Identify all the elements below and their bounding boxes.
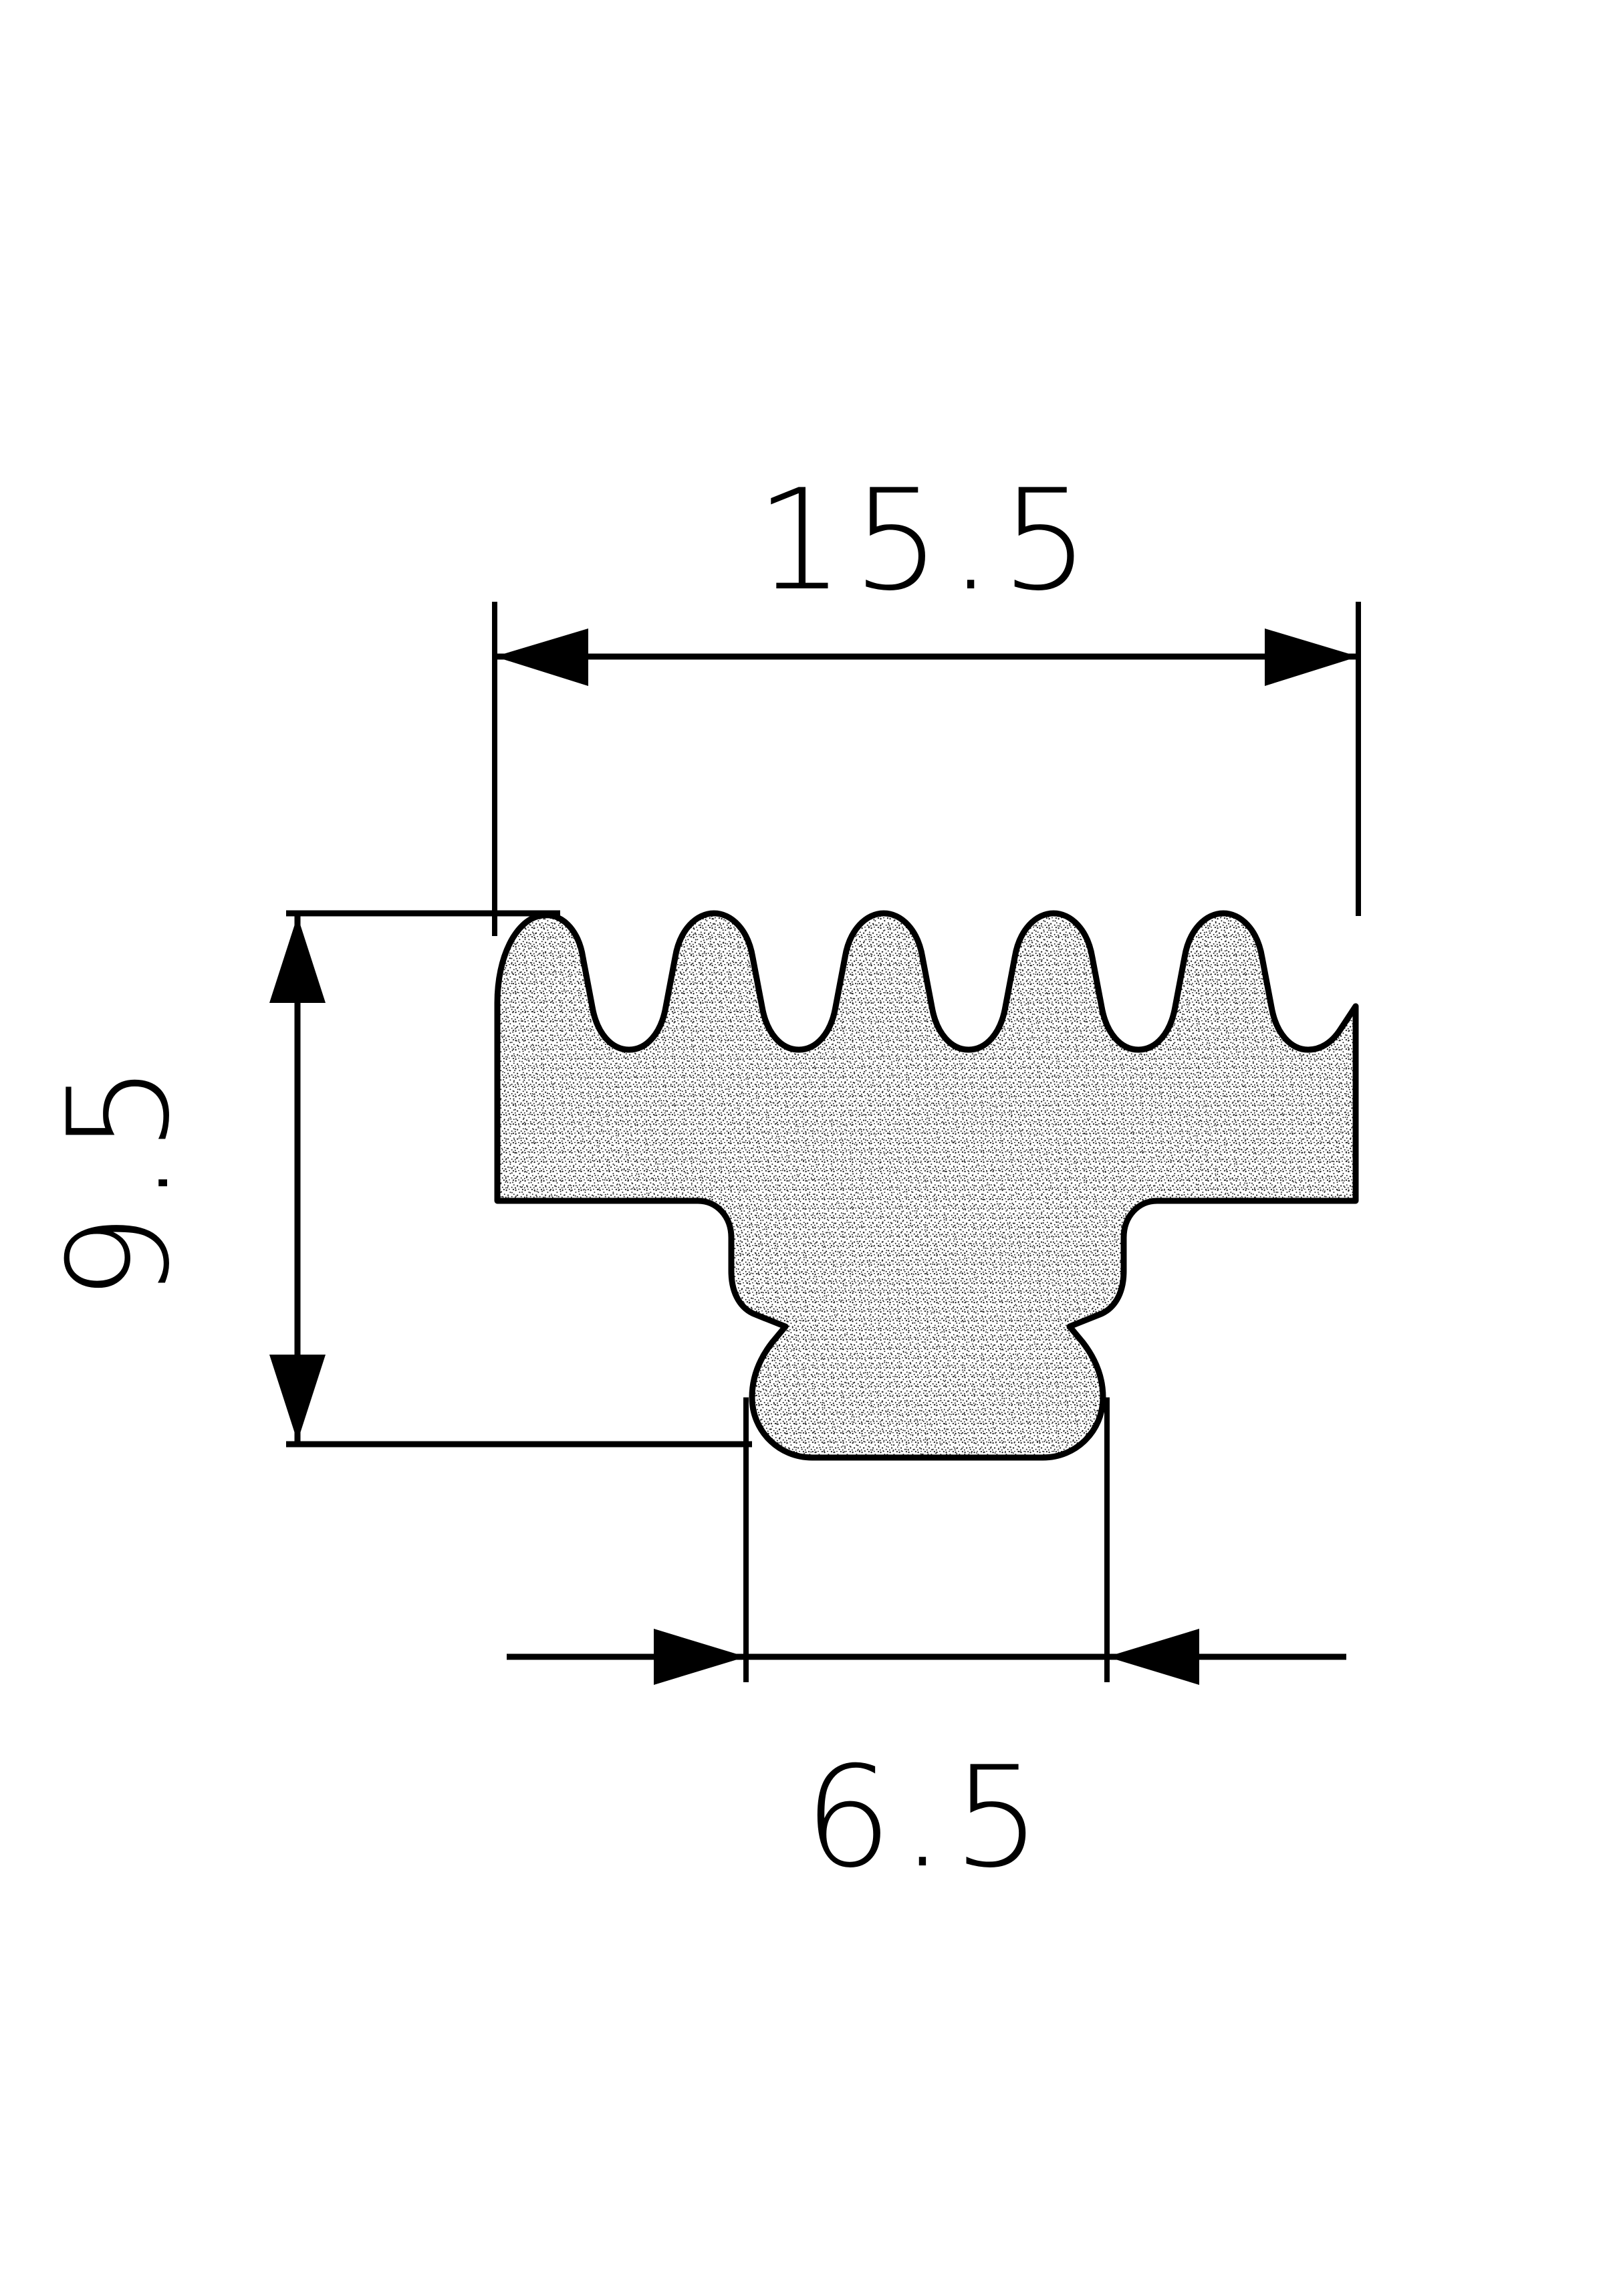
dimension-width-top: 15.5 (492, 460, 1361, 936)
arrowhead-right-top-width (1265, 628, 1358, 686)
dimension-text-height-total: 9.5 (39, 1056, 201, 1302)
profile-outline (494, 910, 1359, 1461)
dimension-text-width-top: 15.5 (755, 460, 1097, 622)
part-cross-section (494, 910, 1359, 1461)
arrowhead-left-top-width (495, 628, 588, 686)
arrowhead-upper-height (269, 916, 326, 1003)
dimension-width-stem: 6.5 (507, 1397, 1346, 1899)
arrowhead-lower-height (269, 1355, 326, 1442)
dimension-text-width-stem: 6.5 (804, 1737, 1049, 1899)
arrowhead-right-stem-width (1107, 1629, 1199, 1685)
arrowhead-left-stem-width (654, 1629, 746, 1685)
dimension-height-total: 9.5 (39, 910, 752, 1448)
